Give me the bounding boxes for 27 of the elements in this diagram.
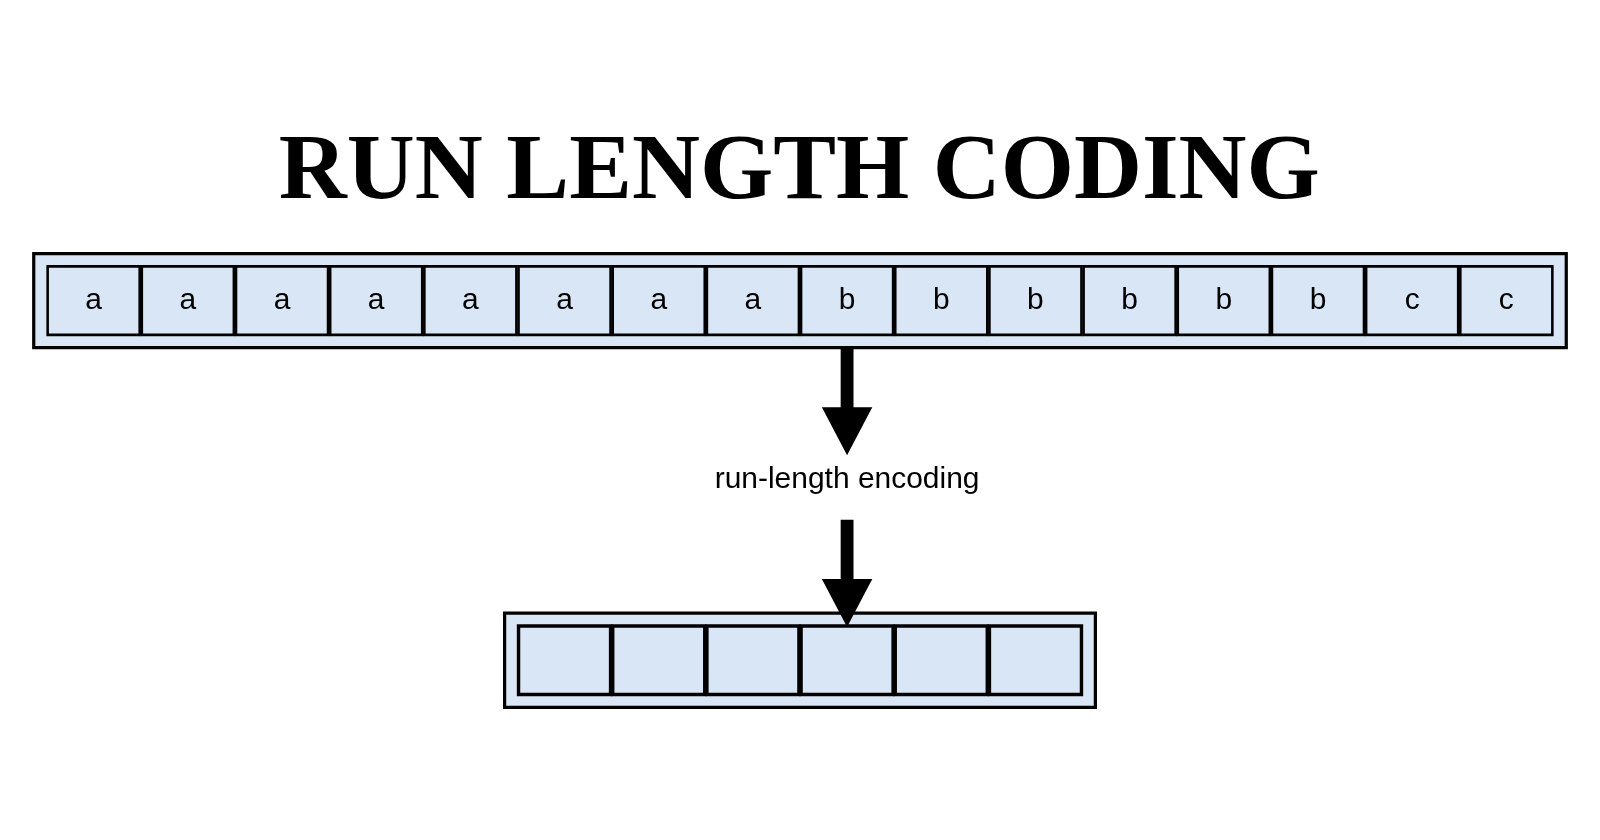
cluster [32,251,1568,349]
node-box [893,623,989,696]
node-box: b [1176,264,1272,336]
node-box: a [234,264,330,336]
diagram-title: RUN LENGTH CODING [278,113,1320,218]
node-box: a [140,264,236,336]
node-box: a [423,264,518,336]
node-box: b [1082,264,1177,336]
node-box: a [517,264,612,336]
node-box: a [611,264,707,336]
node-text: run-length encoding [714,460,980,494]
node-box: b [988,264,1083,336]
node-box: c [1459,264,1554,336]
node-box [799,623,895,696]
cluster [503,611,1097,709]
node-box [516,623,613,696]
node-box [705,623,801,696]
node-box: a [705,264,801,336]
node-box: b [1270,264,1366,336]
arrow [821,347,873,455]
node-box [611,623,707,696]
node-box: b [799,264,895,336]
node-box: b [893,264,989,336]
node-box [987,623,1084,696]
node-box: a [46,264,141,336]
node-box: a [328,264,424,336]
node-box: c [1364,264,1460,336]
